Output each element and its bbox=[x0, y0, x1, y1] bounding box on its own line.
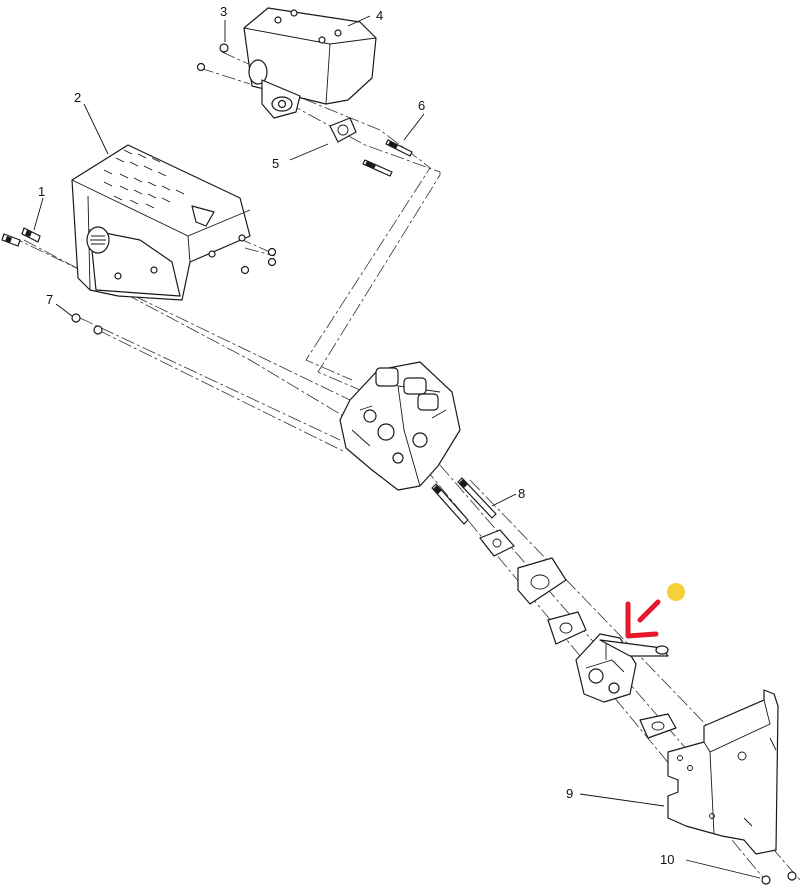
screw-part-10 bbox=[761, 871, 797, 885]
alignment-lines bbox=[9, 51, 800, 881]
bolt-part-1 bbox=[1, 227, 41, 247]
callout-5: 5 bbox=[272, 156, 279, 171]
intake-gaskets bbox=[479, 529, 677, 739]
screw-part-7 bbox=[71, 313, 103, 335]
callout-2: 2 bbox=[74, 90, 81, 105]
callout-10: 10 bbox=[660, 852, 674, 867]
leader-lines bbox=[33, 15, 761, 879]
shroud-part-2 bbox=[71, 144, 251, 301]
carburetor-part bbox=[575, 633, 669, 703]
callout-6: 6 bbox=[418, 98, 425, 113]
callout-3: 3 bbox=[220, 4, 227, 19]
cover-part-9 bbox=[667, 689, 779, 855]
stud-part-6 bbox=[362, 139, 413, 177]
shroud-nuts bbox=[240, 247, 277, 275]
callout-labels: 1 2 3 4 5 6 7 8 9 10 bbox=[38, 4, 674, 867]
nut-part-3 bbox=[196, 43, 229, 72]
gasket-part-5 bbox=[329, 117, 357, 143]
stud-part-8 bbox=[431, 477, 497, 525]
yellow-dot-icon bbox=[667, 583, 685, 601]
callout-8: 8 bbox=[518, 486, 525, 501]
vent-slots bbox=[103, 149, 185, 209]
callout-9: 9 bbox=[566, 786, 573, 801]
callout-1: 1 bbox=[38, 184, 45, 199]
callout-4: 4 bbox=[376, 8, 383, 23]
callout-7: 7 bbox=[46, 292, 53, 307]
engine-block bbox=[339, 361, 461, 491]
red-arrow-icon bbox=[625, 599, 661, 639]
muffler-part bbox=[243, 7, 377, 119]
